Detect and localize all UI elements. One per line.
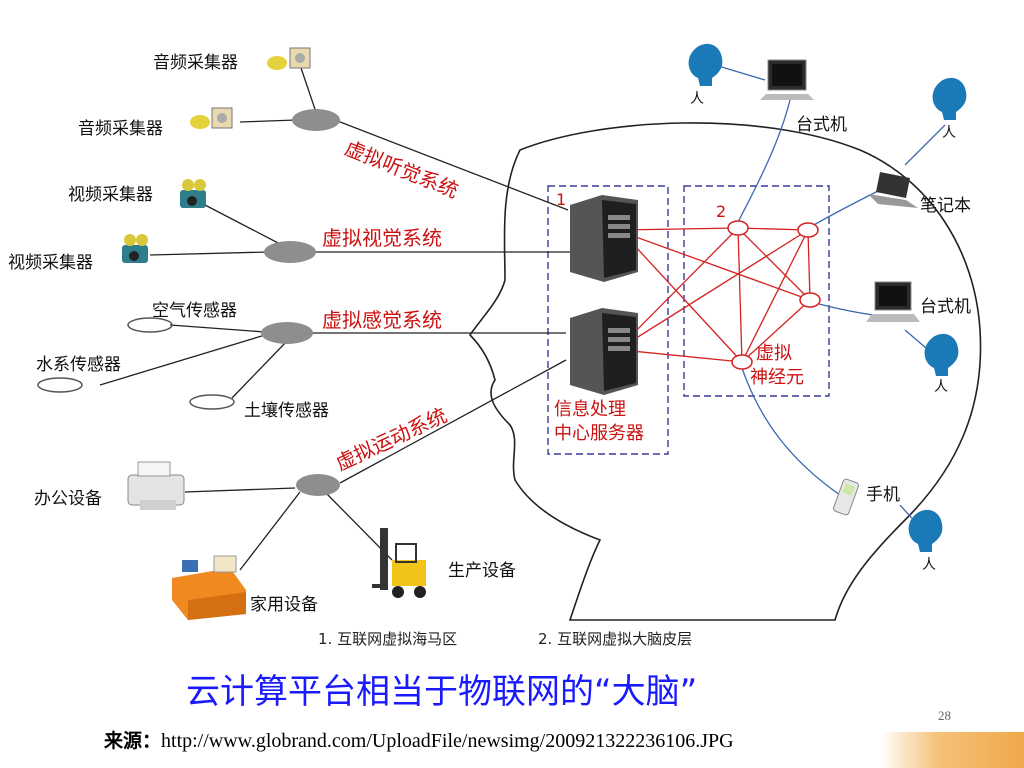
source-line: 来源：http://www.globrand.com/UploadFile/ne… — [104, 726, 734, 753]
person-label: 人 — [942, 125, 956, 141]
desktop-label-1: 台式机 — [796, 115, 847, 135]
speaker-icon — [190, 107, 233, 129]
person-label: 人 — [934, 379, 948, 395]
region-number-2: 2 — [716, 202, 727, 221]
laptop-label: 笔记本 — [920, 196, 971, 216]
water-sensor-label: 水系传感器 — [36, 355, 121, 375]
phone-label: 手机 — [866, 485, 900, 505]
page-number: 28 — [938, 708, 951, 723]
video-collector-label-1: 视频采集器 — [68, 185, 153, 205]
neural-links — [621, 227, 811, 363]
video-collector-label-2: 视频采集器 — [8, 253, 93, 273]
slide-title: 云计算平台相当于物联网的“大脑” — [186, 672, 698, 712]
person-head-icon — [688, 43, 967, 552]
laptop-icon — [868, 172, 918, 208]
phone-icon — [833, 478, 859, 516]
soil-sensor-label: 土壤传感器 — [244, 401, 329, 421]
desktop-label-2: 台式机 — [920, 297, 971, 317]
audio-collector-label-2: 音频采集器 — [78, 119, 163, 139]
server-icon — [570, 195, 638, 282]
monitor-icon — [866, 281, 920, 322]
neuron-label-line1: 虚拟 — [756, 343, 792, 364]
desk-icon — [172, 555, 246, 620]
neuron-nodes — [727, 220, 821, 370]
forklift-icon — [372, 528, 426, 598]
source-url[interactable]: http://www.globrand.com/UploadFile/newsi… — [161, 730, 734, 752]
server-icon — [570, 308, 638, 395]
printer-icon — [127, 461, 185, 510]
air-sensor-label: 空气传感器 — [152, 301, 237, 321]
legend-item-1: 1. 互联网虚拟海马区 — [318, 630, 458, 648]
server-label-line1: 信息处理 — [554, 399, 626, 420]
audio-collector-label-1: 音频采集器 — [153, 53, 238, 73]
speaker-icon — [267, 47, 311, 70]
camera-icon — [122, 234, 148, 263]
person-label: 人 — [690, 91, 704, 107]
sensor-ring-icon — [37, 317, 235, 410]
office-equipment-label: 办公设备 — [34, 489, 102, 509]
vision-system-label: 虚拟视觉系统 — [322, 226, 442, 250]
server-label-line2: 中心服务器 — [554, 423, 644, 444]
connection-lines — [99, 64, 570, 571]
head-outline — [468, 122, 982, 621]
legend-item-2: 2. 互联网虚拟大脑皮层 — [538, 630, 693, 648]
sensing-system-label: 虚拟感觉系统 — [322, 308, 442, 332]
camera-icon — [180, 179, 206, 208]
home-equipment-label: 家用设备 — [250, 595, 318, 615]
source-label: 来源： — [104, 730, 162, 752]
footer-accent-bar — [880, 732, 1024, 768]
production-equipment-label: 生产设备 — [448, 561, 516, 581]
person-label: 人 — [922, 557, 936, 573]
neuron-label-line2: 神经元 — [750, 367, 804, 388]
hub-nodes — [261, 109, 340, 496]
region-number-1: 1 — [556, 190, 567, 209]
monitor-icon — [760, 59, 814, 100]
hippocampus-region — [547, 185, 669, 455]
